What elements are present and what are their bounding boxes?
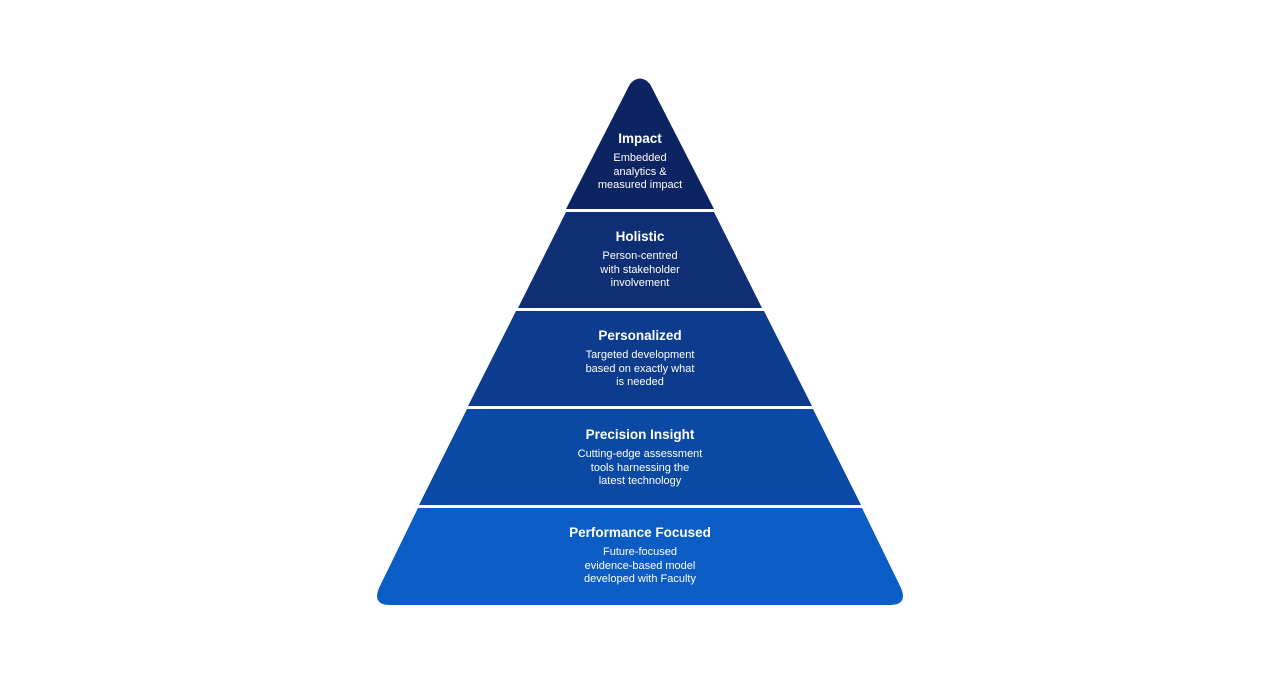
tier-description: Cutting-edge assessment tools harnessing… (577, 448, 703, 487)
tier-precision-insight: Precision Insight Cutting-edge assessmen… (520, 427, 760, 489)
tier-description: Future-focused evidence-based model deve… (584, 546, 696, 585)
tier-description: Person-centred with stakeholder involvem… (600, 250, 680, 289)
tier-shape-impact (566, 78, 714, 209)
tier-title: Impact (618, 131, 662, 146)
tier-impact: Impact Embedded analytics & measured imp… (520, 131, 760, 193)
tier-description: Targeted development based on exactly wh… (585, 349, 695, 388)
tier-performance-focused: Performance Focused Future-focused evide… (520, 525, 760, 587)
tier-description: Embedded analytics & measured impact (597, 152, 683, 191)
tier-shape-performance-focused (377, 508, 903, 605)
tier-shape-personalized (468, 311, 812, 406)
tier-personalized: Personalized Targeted development based … (520, 328, 760, 390)
tier-shape-precision-insight (419, 409, 861, 505)
tier-shape-holistic (518, 212, 762, 308)
tier-title: Personalized (598, 328, 682, 343)
tier-title: Holistic (615, 229, 665, 244)
tier-title: Precision Insight (585, 427, 695, 442)
tier-holistic: Holistic Person-centred with stakeholder… (520, 229, 760, 291)
tier-title: Performance Focused (569, 525, 711, 540)
